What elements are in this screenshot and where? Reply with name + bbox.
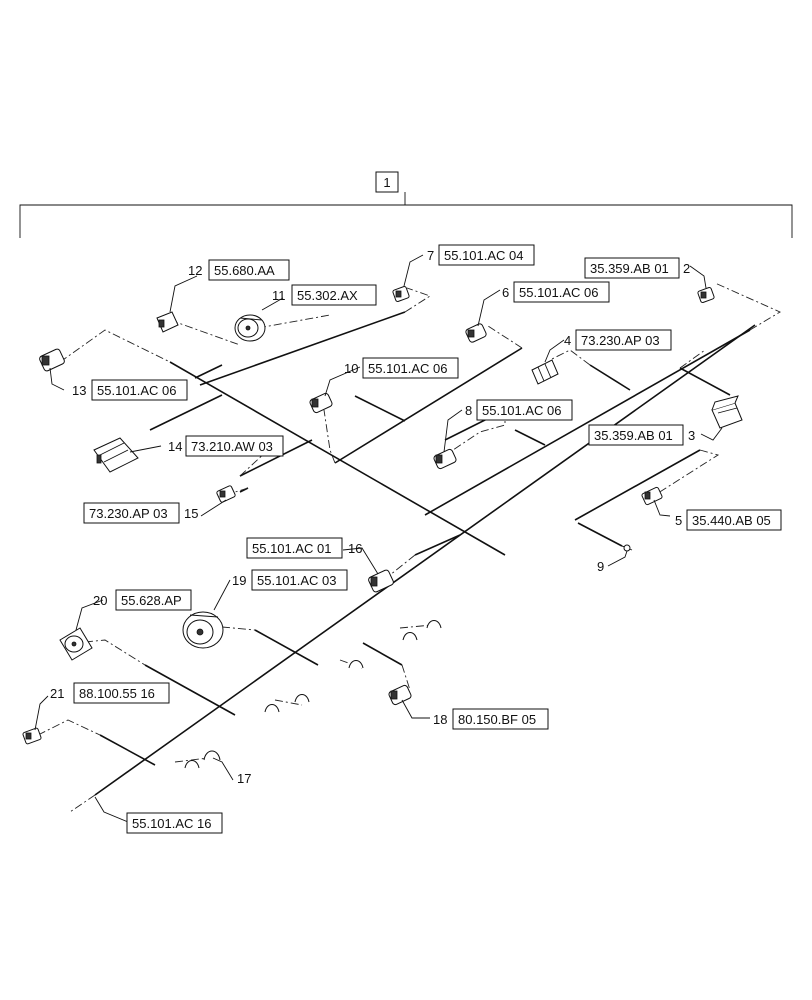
connector-16 [368, 569, 394, 593]
callout-number-10: 10 [344, 361, 358, 376]
connector-14 [93, 437, 139, 473]
connector-19 [182, 611, 224, 649]
connector-5 [641, 486, 663, 506]
ref-box-11: 55.302.AX [297, 288, 358, 303]
connector-6 [465, 323, 487, 343]
ref-box-20: 55.628.AP [121, 593, 182, 608]
callout-number-14: 14 [168, 439, 182, 454]
callout-number-16: 16 [348, 541, 362, 556]
connector-11 [234, 314, 266, 342]
callout-number-21: 21 [50, 686, 64, 701]
assembly-bracket: 1 [19, 171, 793, 238]
connector-13 [39, 348, 65, 372]
ref-box-15: 73.230.AP 03 [89, 506, 168, 521]
callout-number-20: 20 [93, 593, 107, 608]
callout-number-18: 18 [433, 712, 447, 727]
ref-box-18: 80.150.BF 05 [458, 712, 536, 727]
harness-clips-17 [184, 620, 442, 769]
callout-leaders [34, 254, 723, 823]
connector-4 [531, 359, 559, 385]
connector-15 [216, 485, 236, 503]
assembly-item-number: 1 [383, 175, 390, 190]
callout-number-6: 6 [502, 285, 509, 300]
connector-7 [392, 286, 410, 302]
ref-box-21: 88.100.55 16 [79, 686, 155, 701]
ref-box-5: 35.440.AB 05 [692, 513, 771, 528]
connector-12 [156, 311, 179, 333]
callout-number-4: 4 [564, 333, 571, 348]
connector-8 [433, 448, 457, 470]
callout-number-8: 8 [465, 403, 472, 418]
callout-number-3: 3 [688, 428, 695, 443]
connector-3 [711, 395, 743, 429]
callout-number-17: 17 [237, 771, 251, 786]
ref-box-7: 55.101.AC 04 [444, 248, 524, 263]
ref-box-12: 55.680.AA [214, 263, 275, 278]
callout-number-9: 9 [597, 559, 604, 574]
connector-10 [309, 392, 333, 414]
connector-21 [22, 727, 42, 745]
ref-box-4: 73.230.AP 03 [581, 333, 660, 348]
connector-dash-lines [37, 282, 781, 813]
callout-number-13: 13 [72, 383, 86, 398]
ref-box-harness: 55.101.AC 16 [132, 816, 212, 831]
ref-box-19: 55.101.AC 03 [257, 573, 337, 588]
ref-box-8: 55.101.AC 06 [482, 403, 562, 418]
connector-2 [697, 287, 715, 303]
callout-number-7: 7 [427, 248, 434, 263]
connector-18 [388, 684, 412, 706]
ref-box-2: 35.359.AB 01 [590, 261, 669, 276]
ref-box-10: 55.101.AC 06 [368, 361, 448, 376]
ref-box-14: 73.210.AW 03 [191, 439, 273, 454]
connector-20 [59, 627, 93, 661]
callout-number-12: 12 [188, 263, 202, 278]
callout-number-19: 19 [232, 573, 246, 588]
connector-9-terminal [621, 544, 633, 552]
callout-number-15: 15 [184, 506, 198, 521]
ref-box-16: 55.101.AC 01 [252, 541, 332, 556]
callout-number-2: 2 [683, 261, 690, 276]
ref-box-13: 55.101.AC 06 [97, 383, 177, 398]
harness-wires [94, 311, 756, 796]
ref-box-6: 55.101.AC 06 [519, 285, 599, 300]
callout-number-5: 5 [675, 513, 682, 528]
ref-box-3: 35.359.AB 01 [594, 428, 673, 443]
callout-number-11: 11 [272, 288, 286, 303]
